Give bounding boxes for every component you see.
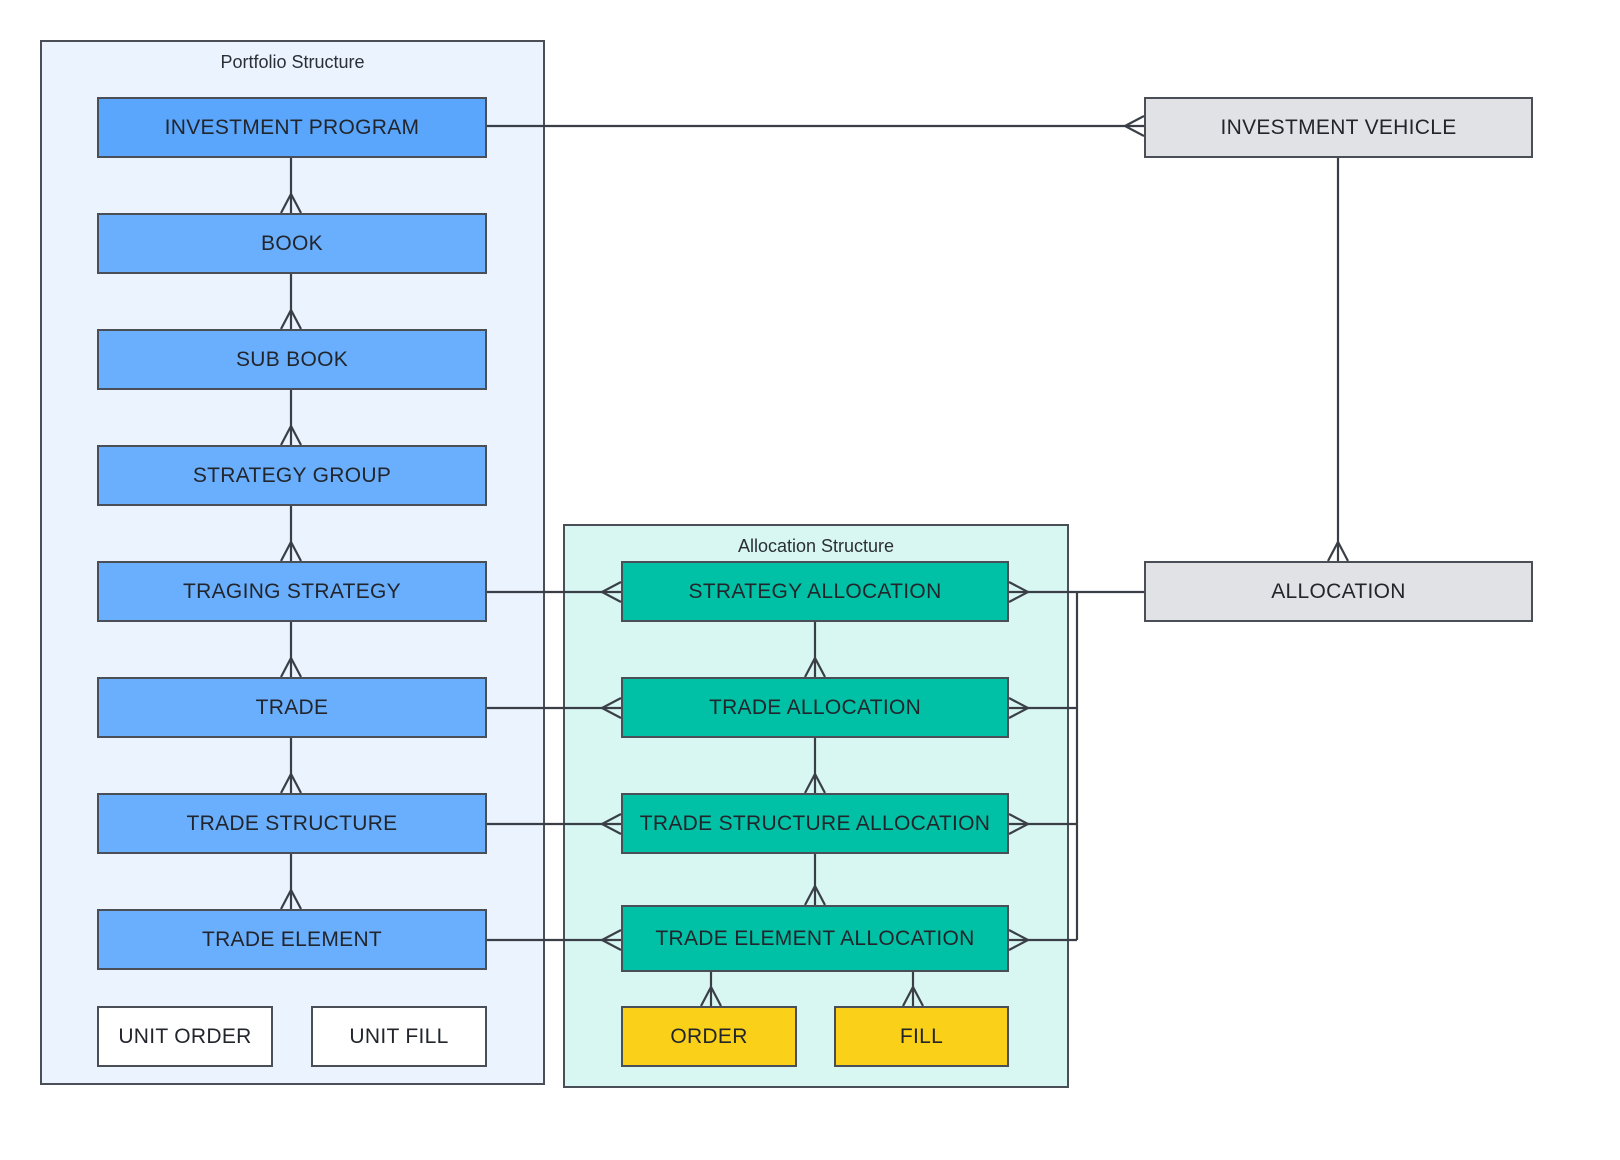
portfolio-chain-links [280,158,302,910]
entity-trade-element[interactable]: TRADE ELEMENT [97,909,487,970]
entity-allocation[interactable]: ALLOCATION [1144,561,1533,622]
entity-traging-strategy[interactable]: TRAGING STRATEGY [97,561,487,622]
entity-book[interactable]: BOOK [97,213,487,274]
entity-trade-structure[interactable]: TRADE STRUCTURE [97,793,487,854]
entity-investment-program[interactable]: INVESTMENT PROGRAM [97,97,487,158]
entity-strategy-allocation[interactable]: STRATEGY ALLOCATION [621,561,1009,622]
vehicle-allocation-link [1327,158,1349,562]
entity-investment-vehicle[interactable]: INVESTMENT VEHICLE [1144,97,1533,158]
entity-order[interactable]: ORDER [621,1006,797,1067]
entity-trade-element-allocation[interactable]: TRADE ELEMENT ALLOCATION [621,905,1009,972]
entity-sub-book[interactable]: SUB BOOK [97,329,487,390]
entity-trade-allocation[interactable]: TRADE ALLOCATION [621,677,1009,738]
portfolio-structure-title: Portfolio Structure [220,52,365,72]
entity-trade[interactable]: TRADE [97,677,487,738]
entity-trade-structure-allocation[interactable]: TRADE STRUCTURE ALLOCATION [621,793,1009,854]
entity-fill[interactable]: FILL [834,1006,1009,1067]
portfolio-allocation-links [486,581,622,951]
allocation-chain-links [700,622,924,1007]
program-vehicle-link [486,115,1145,137]
allocation-bracket-links [1008,581,1144,951]
entity-unit-fill[interactable]: UNIT FILL [311,1006,487,1067]
entity-strategy-group[interactable]: STRATEGY GROUP [97,445,487,506]
allocation-structure-title: Allocation Structure [737,536,895,556]
entity-unit-order[interactable]: UNIT ORDER [97,1006,273,1067]
